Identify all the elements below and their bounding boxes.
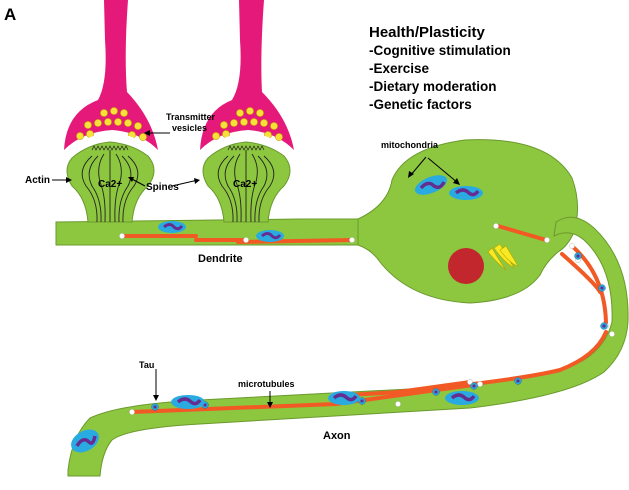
label-spines: Spines (146, 182, 179, 193)
panel-label: A (4, 5, 16, 24)
microtubule (496, 224, 548, 242)
soma (357, 139, 578, 304)
presynaptic-terminal-left (64, 0, 158, 152)
arrowheads (66, 130, 460, 408)
spine-right (202, 141, 291, 223)
mitochondrion (71, 429, 99, 453)
mitochondrion (256, 230, 284, 242)
microtubules (120, 224, 608, 414)
microtubule (396, 380, 472, 394)
mitochondrion (328, 391, 360, 405)
health-plasticity-list: Health/Plasticity -Cognitive stimulation… (369, 24, 511, 112)
label-transmitter: Transmitter (166, 112, 216, 122)
label-dendrite: Dendrite (198, 253, 243, 265)
axon (67, 216, 629, 477)
mitochondrion (171, 395, 205, 409)
mitochondrion (158, 221, 186, 233)
health-title: Health/Plasticity (369, 24, 486, 41)
label-axon: Axon (323, 430, 351, 442)
nucleus (448, 248, 484, 284)
mitochondrion (449, 186, 483, 200)
mitochondrion (445, 391, 479, 405)
health-item-exercise: -Exercise (369, 61, 430, 76)
microtubule (560, 252, 602, 294)
spine-left (66, 141, 155, 223)
label-ca-right: Ca2+ (233, 179, 257, 190)
health-item-diet: -Dietary moderation (369, 79, 497, 94)
microtubule (570, 244, 608, 328)
health-item-cognitive: -Cognitive stimulation (369, 43, 511, 58)
tau-proteins (151, 252, 608, 411)
mitochondrion (414, 175, 448, 195)
label-actin: Actin (25, 175, 50, 186)
label-vesicles: vesicles (172, 123, 207, 133)
label-ca-left: Ca2+ (98, 179, 122, 190)
microtubule (236, 238, 354, 244)
golgi-apparatus (487, 243, 519, 271)
label-mitochondria: mitochondria (381, 140, 439, 150)
microtubule (130, 402, 338, 414)
mitochondria (71, 175, 483, 453)
health-item-genetic: -Genetic factors (369, 97, 472, 112)
neuron-body (55, 139, 629, 477)
presynaptic-terminal-right (200, 0, 294, 152)
label-tau: Tau (139, 360, 154, 370)
label-microtubules: microtubules (238, 379, 295, 389)
